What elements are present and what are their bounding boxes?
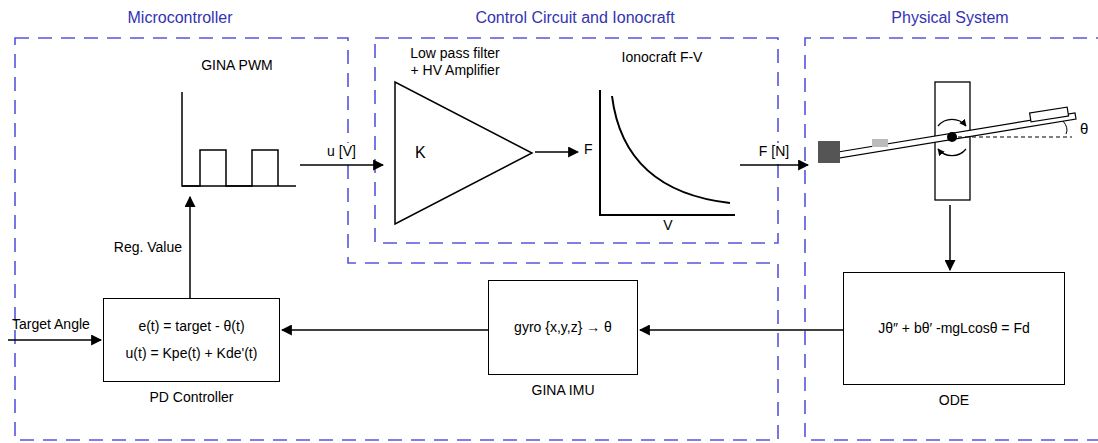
box-text: Jθ″ + bθ′ -mgLcosθ = Fd [878,315,1030,342]
force-voltage-plot [600,90,735,215]
box-text: gyro {x,y,z} → θ [514,314,612,341]
amplifier-triangle [395,82,532,224]
drawing-stroke [818,141,840,163]
signal-arrow [640,329,843,331]
block-label: V [663,217,672,234]
signal-label: F [N] [757,143,791,160]
box-text: gyro {x,y,z} → θ [514,314,612,341]
block-label: K [415,143,426,162]
box-text: e(t) = target - θ(t) [126,313,258,340]
drawing-stroke [375,38,778,243]
box-caption: PD Controller [149,389,233,406]
drawing-stroke [958,137,1072,138]
drawing-stroke [938,119,966,126]
box-caption: ODE [939,392,969,409]
drawing-stroke [1030,107,1069,122]
block-label: GINA PWM [201,57,273,74]
drawing-stroke [15,38,778,440]
pwm-waveform [182,92,296,186]
region: Control Circuit and IonocraftLow pass fi… [375,38,778,243]
signal-arrow [189,197,191,298]
drawing-stroke [1063,121,1067,134]
drawing-stroke [612,96,730,203]
drawing-stroke [805,38,1098,440]
region-outline [15,38,1098,440]
region-title: Physical System [891,8,1008,27]
box-text: e(t) = target - θ(t)u(t) = Kpe(t) + Kde'… [126,313,258,366]
process-box: e(t) = target - θ(t)u(t) = Kpe(t) + Kde'… [103,298,280,382]
drawing-stroke [947,132,957,142]
region-title: Control Circuit and Ionocraft [475,8,674,27]
block-label: Ionocraft F-V [622,49,703,66]
signal-arrow [535,151,578,153]
signal-arrow [282,329,488,331]
signal-arrow [949,205,951,270]
drawing-stroke [182,150,278,186]
signal-arrow [300,164,383,166]
pwm-block: GINA PWM [175,55,300,195]
block-label: θ [1080,120,1088,138]
drawing-stroke [872,139,888,147]
drawing-stroke [938,149,966,156]
signal-label: Reg. Value [112,239,184,256]
box-text: u(t) = Kpe(t) + Kde'(t) [126,340,258,367]
drawing-stroke [600,90,735,215]
process-box: Jθ″ + bθ′ -mgLcosθ = FdODE [843,272,1065,385]
beam-illustration [818,82,1076,200]
drawing-stroke [182,92,296,186]
region: Physical SystemθJθ″ + bθ′ -mgLcosθ = FdO… [805,38,1098,440]
signal-label: u [V] [325,143,358,160]
input-arrow [8,339,101,341]
amplifier-block: Low pass filter + HV AmplifierK [385,45,535,228]
block-label: Low pass filter + HV Amplifier [405,45,505,79]
block-label: F [584,141,593,158]
beam-block: θ [810,80,1092,205]
plot-block: Ionocraft F-V F V [580,45,740,235]
region-title: Microcontroller [128,8,233,27]
process-box: gyro {x,y,z} → θGINA IMU [488,280,638,375]
box-caption: GINA IMU [531,382,594,399]
input-label: Target Angle [12,316,90,333]
signal-arrow [740,164,808,166]
box-text: Jθ″ + bθ′ -mgLcosθ = Fd [878,315,1030,342]
